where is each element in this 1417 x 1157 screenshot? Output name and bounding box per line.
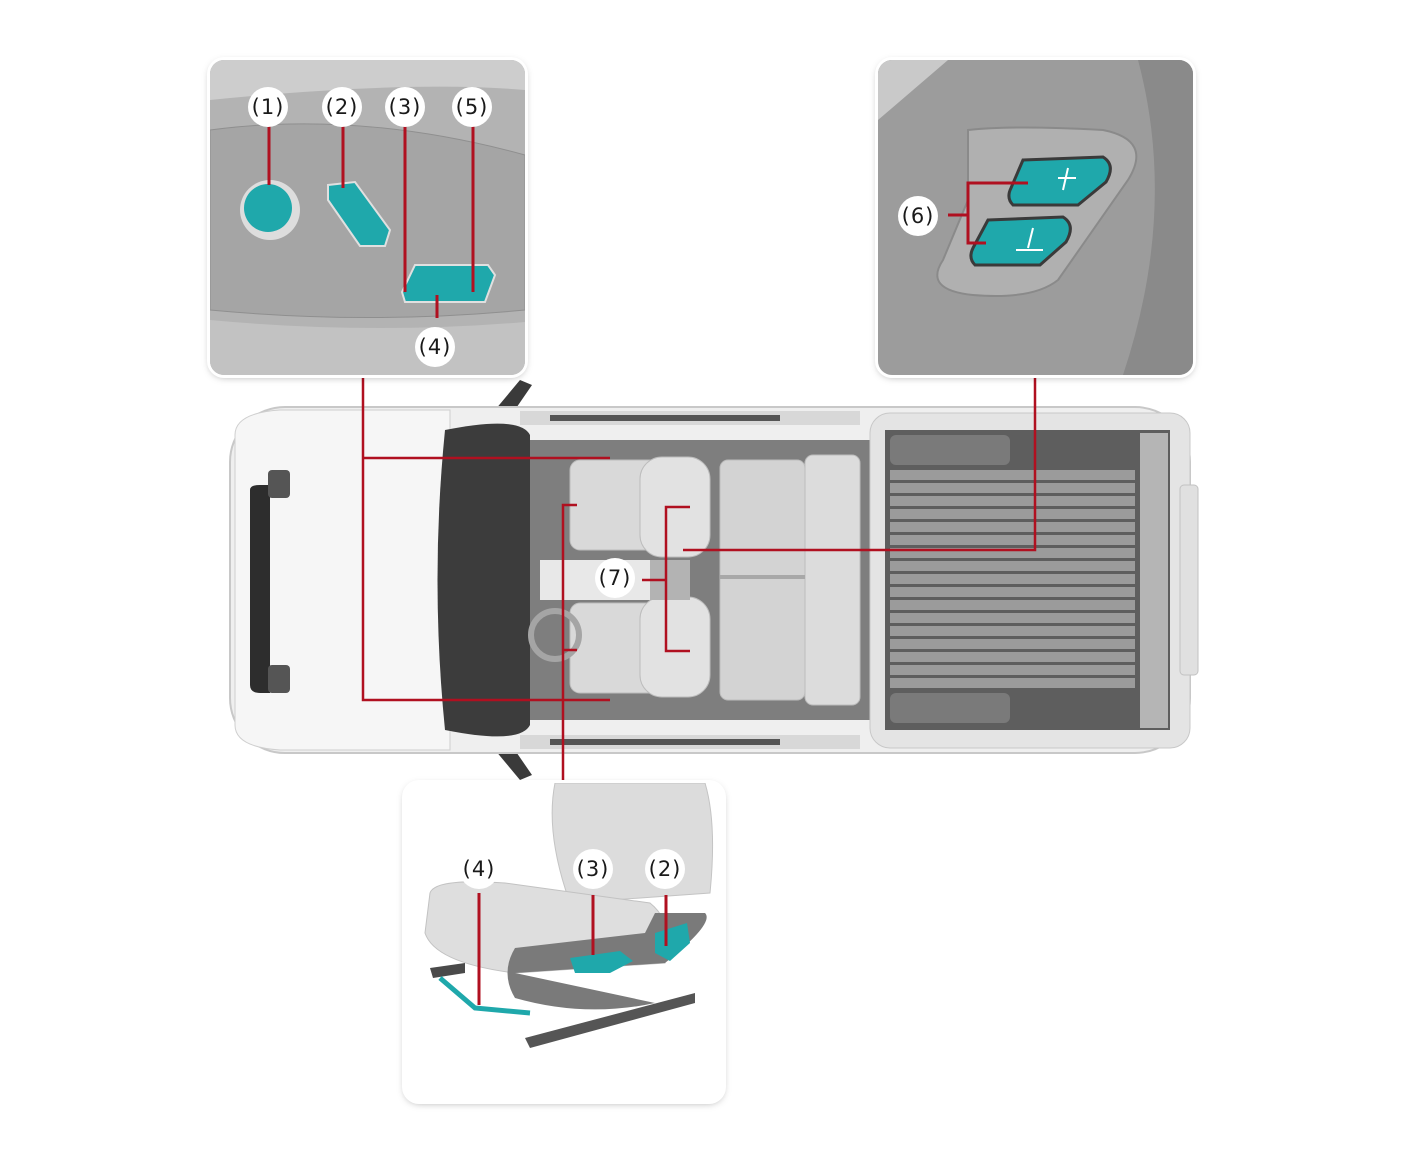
callout-4: (4) bbox=[415, 327, 455, 367]
callout-6: (6) bbox=[898, 196, 938, 236]
vehicle-top-view bbox=[220, 375, 1205, 785]
callout-2: (2) bbox=[322, 87, 362, 127]
callout-3: (3) bbox=[385, 87, 425, 127]
callout-1: (1) bbox=[248, 87, 288, 127]
inset-seatback-controls: (6) bbox=[878, 60, 1193, 375]
callout-3-seat: (3) bbox=[573, 849, 613, 889]
callout-2-seat: (2) bbox=[645, 849, 685, 889]
callout-7: (7) bbox=[595, 558, 635, 598]
callout-4-seat: (4) bbox=[459, 849, 499, 889]
inset-seat-side-view: (4) (3) (2) bbox=[405, 783, 723, 1101]
inset-door-seat-controls: (1) (2) (3) (5) (4) bbox=[210, 60, 525, 375]
callout-5: (5) bbox=[452, 87, 492, 127]
